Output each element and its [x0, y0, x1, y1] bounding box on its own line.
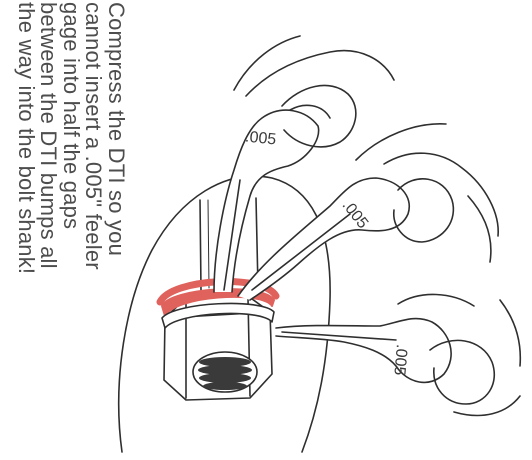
instruction-caption: Compress the DTI so you cannot insert a … [2, 2, 127, 306]
caption-line-1: Compress the DTI so you [104, 2, 127, 306]
bolt-shank-left [200, 200, 201, 290]
gauge-label-1: .005 [244, 128, 277, 149]
caption-line-5: the way into the bolt shank! [14, 2, 37, 306]
gauge-label-3: .005 [389, 343, 410, 376]
feeler-gauge-2 [238, 178, 409, 300]
feeler-gauge-3 [276, 319, 451, 383]
caption-line-2: cannot insert a .005" feeler [82, 2, 105, 306]
caption-line-4: between the DTI bumps all [37, 2, 60, 306]
caption-line-3: gage into half the gaps [59, 2, 82, 306]
bolt-threads [193, 352, 257, 392]
